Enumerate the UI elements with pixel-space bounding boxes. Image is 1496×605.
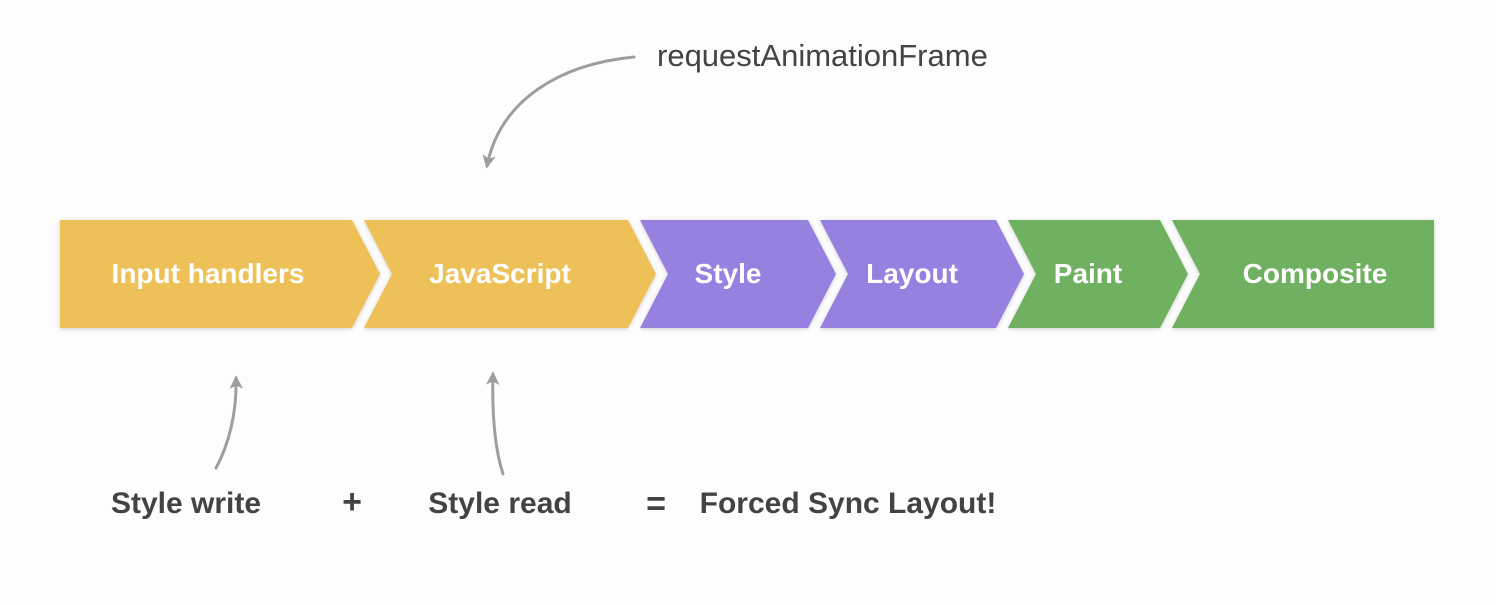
pipeline-segment-paint: Paint	[1008, 220, 1188, 328]
segment-label: Layout	[866, 258, 958, 289]
pipeline-segment-composite: Composite	[1172, 220, 1434, 328]
segment-label: JavaScript	[429, 258, 571, 289]
forced-sync-layout-label: Forced Sync Layout!	[699, 487, 997, 520]
segment-label: Style	[694, 258, 762, 289]
style-read-label: Style read	[428, 487, 572, 520]
style-write-label: Style write	[110, 487, 262, 520]
plus-sign: +	[342, 483, 362, 521]
segment-label: Paint	[1053, 258, 1123, 289]
equals-sign: =	[646, 485, 666, 523]
segment-label: Composite	[1242, 258, 1388, 289]
pipeline-segment-javascript: JavaScript	[364, 220, 656, 328]
pipeline-segment-style: Style	[640, 220, 836, 328]
pipeline-segment-layout: Layout	[820, 220, 1024, 328]
pipeline-segment-input-handlers: Input handlers	[60, 220, 380, 328]
request-animation-frame-label: requestAnimationFrame	[657, 38, 988, 73]
segment-label: Input handlers	[111, 258, 305, 289]
